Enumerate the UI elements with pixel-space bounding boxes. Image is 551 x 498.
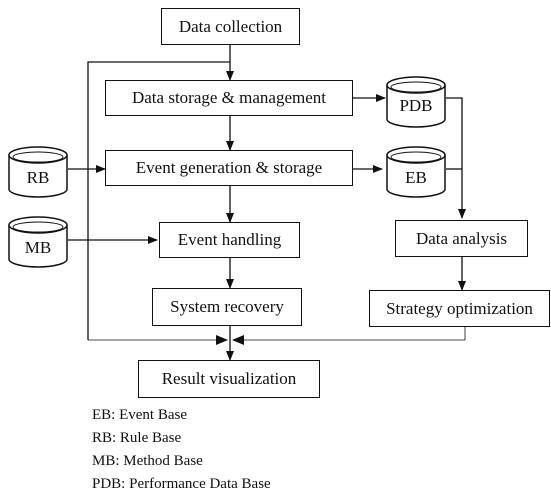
rb-database-icon: RB <box>8 146 68 198</box>
data-storage-label: Data storage & management <box>131 88 326 107</box>
pdb-label: PDB <box>399 96 433 115</box>
legend: EB: Event Base RB: Rule Base MB: Method … <box>92 404 271 496</box>
legend-item-rb: RB: Rule Base <box>92 430 182 446</box>
legend-item-eb: EB: Event Base <box>92 407 187 423</box>
rb-label: RB <box>26 168 50 187</box>
legend-item-mb: MB: Method Base <box>92 453 203 469</box>
legend-item-pdb: PDB: Performance Data Base <box>92 476 271 492</box>
event-handling-box: Event handling <box>159 222 300 258</box>
data-storage-box: Data storage & management <box>105 80 353 116</box>
data-collection-label: Data collection <box>178 16 283 36</box>
event-generation-label: Event generation & storage <box>135 158 323 177</box>
data-analysis-box: Data analysis <box>395 220 528 257</box>
data-collection-box: Data collection <box>161 8 300 45</box>
system-recovery-box: System recovery <box>152 288 302 326</box>
result-visualization-label: Result visualization <box>161 369 297 388</box>
eb-database-icon: EB <box>386 146 446 198</box>
event-generation-box: Event generation & storage <box>105 150 353 186</box>
strategy-optimization-label: Strategy optimization <box>386 298 533 318</box>
strategy-optimization-box: Strategy optimization <box>369 290 550 327</box>
mb-database-icon: MB <box>8 216 68 268</box>
data-analysis-label: Data analysis <box>415 228 508 248</box>
pdb-database-icon: PDB <box>386 76 446 128</box>
mb-label: MB <box>24 238 52 257</box>
eb-label: EB <box>405 168 427 187</box>
system-recovery-label: System recovery <box>170 297 284 316</box>
result-visualization-box: Result visualization <box>138 360 320 398</box>
event-handling-label: Event handling <box>177 230 282 249</box>
